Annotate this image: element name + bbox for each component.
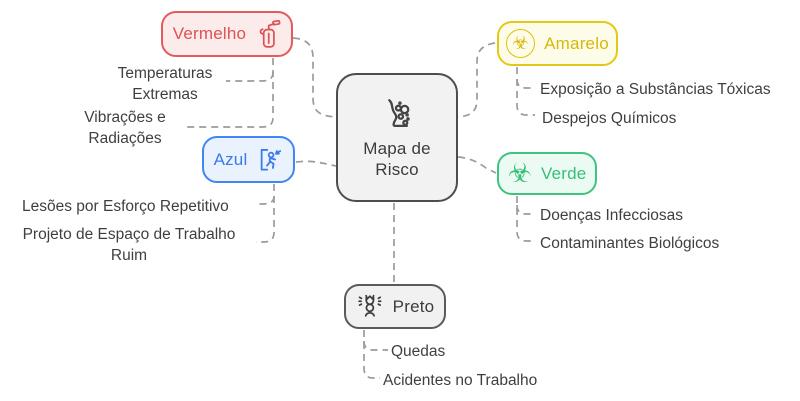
connector-verde-center <box>457 156 497 174</box>
leaf-lesoes-esforco-repetitivo: Lesões por Esforço Repetitivo <box>22 198 229 215</box>
biohazard-icon: ☣ <box>507 158 532 189</box>
connector-verde-child1 <box>516 204 533 215</box>
branch-node-label: Verde <box>540 163 587 183</box>
branch-node-vermelho: Vermelho <box>161 11 293 57</box>
connector-vermelho-children-spine <box>184 58 274 128</box>
branch-node-label: Vermelho <box>172 24 247 43</box>
connector-preto-child1 <box>363 340 388 351</box>
connector-azul-child1 <box>255 195 275 205</box>
branch-node-verde: ☣ Verde <box>497 152 597 195</box>
leaf-doencas-infecciosas: Doenças Infecciosas <box>540 207 684 224</box>
spill-bubbles-icon <box>377 96 417 134</box>
biohazard-circle-icon: ☣ <box>506 29 536 58</box>
connector-preto-children-spine <box>363 330 380 379</box>
connector-amarelo-center <box>457 42 496 118</box>
branch-node-label: Azul <box>213 149 248 169</box>
connector-azul-center <box>295 160 337 167</box>
connector-amarelo-children-spine <box>516 67 535 116</box>
branch-node-amarelo: ☣ Amarelo <box>497 21 618 66</box>
branch-node-preto: Preto <box>344 284 446 329</box>
fire-extinguisher-icon <box>255 19 281 49</box>
leaf-quedas: Quedas <box>391 343 446 360</box>
connector-amarelo-child1 <box>516 78 534 89</box>
falling-person-icon <box>356 292 384 321</box>
leaf-acidentes-no-trabalho: Acidentes no Trabalho <box>383 372 538 389</box>
branch-node-label: Amarelo <box>544 33 609 53</box>
emergency-exit-icon <box>256 146 283 173</box>
connector-vermelho-center <box>292 37 337 118</box>
connector-azul-children-spine <box>256 184 275 243</box>
connector-vermelho-child1 <box>226 71 274 82</box>
branch-node-azul: Azul <box>202 136 295 183</box>
leaf-temperaturas-extremas: Temperaturas Extremas <box>117 65 213 103</box>
leaf-projeto-espaco-trabalho-ruim: Projeto de Espaço de Trabalho Ruim <box>22 226 236 264</box>
leaf-despejos-quimicos: Despejos Químicos <box>542 110 677 127</box>
leaf-exposicao-substancias-toxicas: Exposição a Substâncias Tóxicas <box>540 81 771 98</box>
branch-node-label: Preto <box>392 296 435 316</box>
connector-verde-children-spine <box>516 196 534 242</box>
leaf-vibracoes-radiacoes: Vibrações e Radiações <box>84 109 166 147</box>
leaf-contaminantes-biologicos: Contaminantes Biológicos <box>540 235 720 252</box>
